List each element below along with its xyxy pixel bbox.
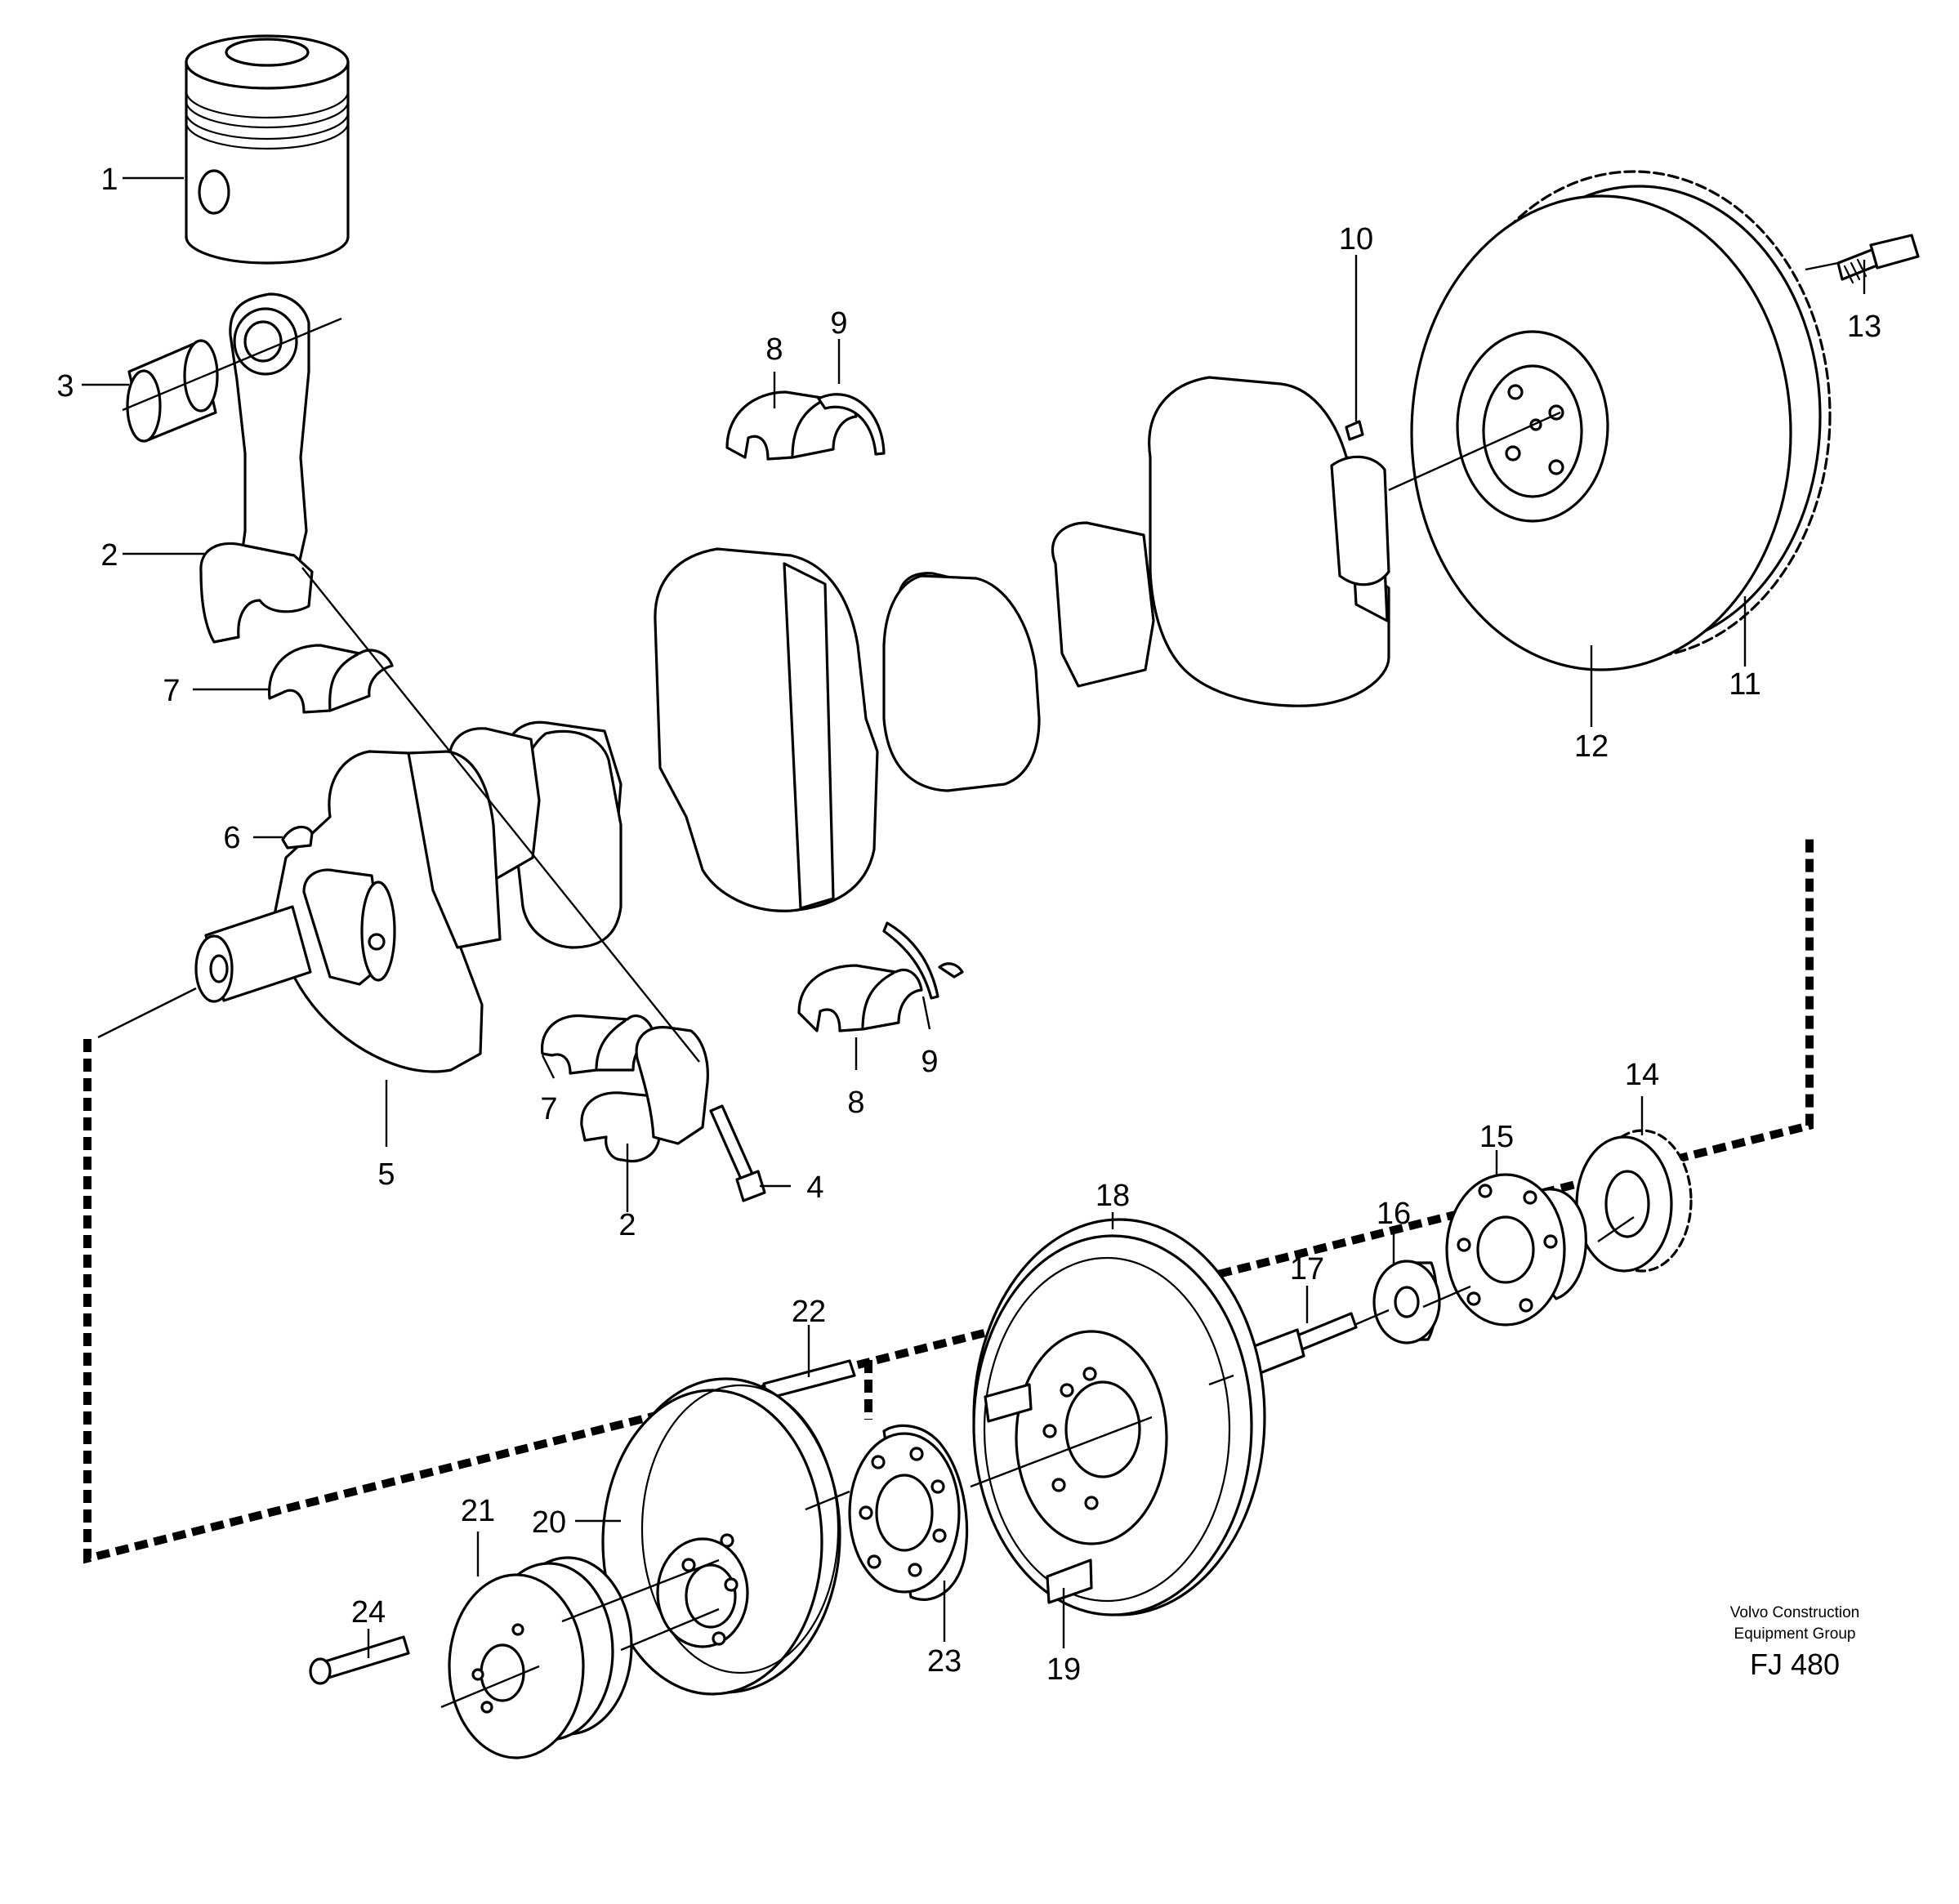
connecting-rod-cap	[580, 1026, 709, 1163]
brand-line-2: Equipment Group	[1734, 1625, 1856, 1643]
callout-11: 11	[1729, 667, 1760, 702]
connecting-rod-bolt	[709, 1104, 766, 1202]
assembly-dashed-outline	[83, 836, 1814, 1564]
callout-8: 8	[765, 332, 783, 367]
callout-12: 12	[1574, 729, 1609, 764]
flywheel	[1410, 170, 1832, 671]
callout-9: 9	[830, 306, 847, 341]
callout-6: 6	[223, 821, 240, 855]
callout-5: 5	[377, 1157, 395, 1192]
callout-23: 23	[927, 1644, 962, 1679]
main-bearing-upper	[725, 390, 886, 461]
callout-22: 22	[792, 1295, 826, 1329]
callout-14: 14	[1625, 1058, 1659, 1092]
bearing-shell-upper	[268, 644, 394, 714]
leader-lines	[82, 176, 1866, 1658]
crankshaft-gear	[1575, 1129, 1693, 1273]
publisher-block: Volvo Construction Equipment Group FJ 48…	[1730, 1604, 1859, 1681]
spacer-washer	[1372, 1260, 1441, 1344]
callout-20: 20	[532, 1505, 566, 1540]
callout-19: 19	[1046, 1652, 1081, 1687]
flywheel-bolt	[1836, 234, 1920, 284]
connecting-rod-upper	[199, 292, 314, 644]
callout-18: 18	[1096, 1179, 1130, 1213]
callout-17: 17	[1290, 1252, 1324, 1286]
piston	[185, 34, 350, 265]
figure-code: FJ 480	[1750, 1648, 1840, 1681]
callout-7: 7	[163, 674, 180, 708]
crankshaft	[194, 376, 1390, 1073]
crankshaft-hub	[1445, 1173, 1587, 1327]
callout-10: 10	[1339, 222, 1373, 256]
callout-15: 15	[1479, 1120, 1514, 1154]
woodruff-key	[281, 825, 314, 849]
callout-7-lower: 7	[540, 1092, 557, 1126]
callout-1: 1	[100, 163, 118, 197]
pulley-adapter	[848, 1424, 969, 1601]
callout-21: 21	[461, 1494, 495, 1528]
callout-16: 16	[1377, 1197, 1411, 1231]
callout-8-lower: 8	[847, 1086, 864, 1120]
vibration-damper	[972, 1218, 1266, 1616]
assembly-axis-lines	[97, 261, 1839, 1709]
piston-pin-bushing	[126, 339, 219, 443]
pulley-bolt	[309, 1635, 410, 1685]
callout-4: 4	[806, 1170, 823, 1205]
main-bearing-lower	[797, 921, 964, 1032]
callout-13: 13	[1847, 310, 1881, 344]
dowel-pin	[1345, 420, 1364, 441]
crankshaft-pulley-large	[601, 1377, 841, 1696]
brand-line-1: Volvo Construction	[1730, 1604, 1859, 1621]
callout-labels: 1 2 3 7 6 5 7 2 4 8 9 8 9 10 11 12 13 14…	[56, 163, 1881, 1687]
callout-24: 24	[351, 1595, 386, 1630]
callout-3: 3	[56, 369, 74, 404]
crankshaft-pulley-small	[448, 1556, 633, 1759]
callout-9-lower: 9	[921, 1045, 938, 1079]
callout-2: 2	[100, 538, 118, 573]
callout-2-lower: 2	[618, 1208, 636, 1242]
